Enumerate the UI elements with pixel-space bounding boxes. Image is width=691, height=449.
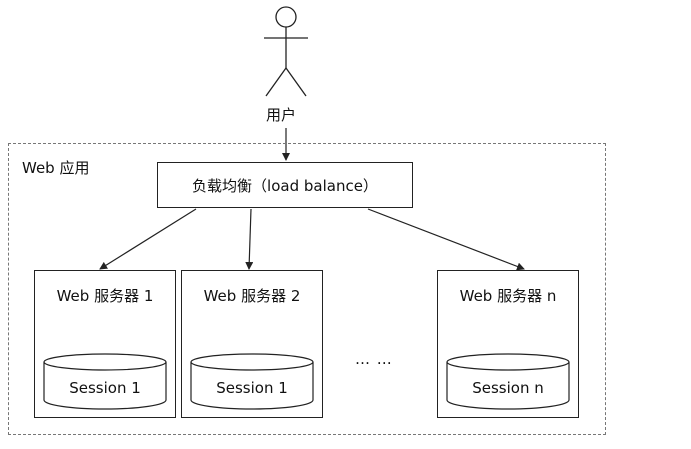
lb-to-server-n-arrow: [367, 208, 525, 271]
server-label: Web 服务器 1: [56, 287, 154, 305]
lb-to-server-2-arrow: [245, 208, 254, 270]
lb-to-server-1-arrow: [99, 208, 197, 270]
session-label: Session 1: [69, 379, 141, 397]
session-label: Session 1: [216, 379, 288, 397]
database-icon: [190, 353, 314, 410]
web-app-region: [8, 143, 606, 435]
user-label: 用户: [266, 106, 297, 124]
session-store-2: Session 1: [190, 353, 314, 411]
server-box-1: Web 服务器 1 Session 1: [34, 270, 176, 418]
more-servers-ellipsis: … …: [355, 350, 393, 368]
database-icon: [43, 353, 167, 410]
server-label: Web 服务器 n: [459, 287, 557, 305]
database-icon: [446, 353, 570, 410]
server-box-n: Web 服务器 n Session n: [437, 270, 579, 418]
session-label: Session n: [472, 379, 544, 397]
session-store-n: Session n: [446, 353, 570, 411]
user-icon: [264, 6, 308, 97]
session-store-1: Session 1: [43, 353, 167, 411]
load-balancer-label: 负载均衡（load balance）: [192, 176, 378, 195]
load-balancer-box: 负载均衡（load balance）: [157, 162, 413, 208]
server-box-2: Web 服务器 2 Session 1: [181, 270, 323, 418]
region-label: Web 应用: [22, 159, 90, 177]
server-label: Web 服务器 2: [203, 287, 301, 305]
